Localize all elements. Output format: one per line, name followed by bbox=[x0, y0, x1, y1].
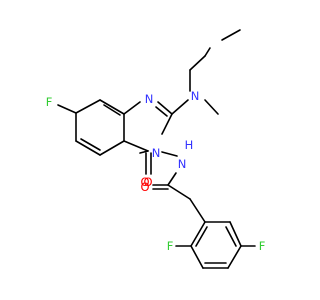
molecule-structure: F N N O N O N H O F F bbox=[46, 29, 266, 269]
bond bbox=[123, 140, 149, 152]
bond bbox=[190, 245, 204, 269]
atom-nitrogen: N bbox=[145, 92, 154, 106]
atom-nitrogen: N bbox=[178, 157, 187, 171]
atom-oxygen: O bbox=[140, 175, 149, 189]
atom-nitrogen: N bbox=[191, 89, 200, 103]
bond bbox=[161, 151, 178, 157]
atom-hydrogen: H bbox=[185, 138, 194, 152]
bond bbox=[75, 99, 101, 114]
bond bbox=[227, 245, 242, 269]
bond bbox=[189, 55, 206, 71]
bond bbox=[155, 106, 168, 117]
bond bbox=[221, 29, 241, 41]
bond bbox=[57, 104, 77, 114]
bond bbox=[171, 99, 189, 115]
bond bbox=[157, 101, 173, 115]
bonds bbox=[57, 29, 256, 269]
bond bbox=[103, 104, 121, 116]
bond bbox=[167, 184, 191, 200]
atom-fluorine: F bbox=[46, 95, 53, 109]
atom-oxygen: O bbox=[140, 180, 149, 194]
atom-labels: F N N O N O N H O F F bbox=[46, 89, 266, 253]
bond bbox=[75, 140, 101, 156]
bond bbox=[204, 99, 219, 115]
bond bbox=[99, 140, 125, 156]
bond bbox=[195, 226, 208, 247]
atom-oxygen: O bbox=[143, 175, 152, 189]
bond bbox=[161, 113, 173, 135]
bond bbox=[204, 47, 211, 57]
bond bbox=[190, 221, 206, 247]
bond bbox=[80, 138, 101, 151]
atom-nitrogen: N bbox=[152, 146, 161, 160]
bond bbox=[167, 172, 177, 186]
bond bbox=[139, 150, 149, 154]
atom-fluorine: F bbox=[167, 239, 174, 253]
bond bbox=[99, 99, 125, 115]
atom-fluorine: F bbox=[259, 239, 266, 253]
bond bbox=[229, 221, 242, 247]
bond bbox=[225, 226, 237, 247]
bond bbox=[189, 198, 206, 223]
bond bbox=[123, 101, 141, 115]
